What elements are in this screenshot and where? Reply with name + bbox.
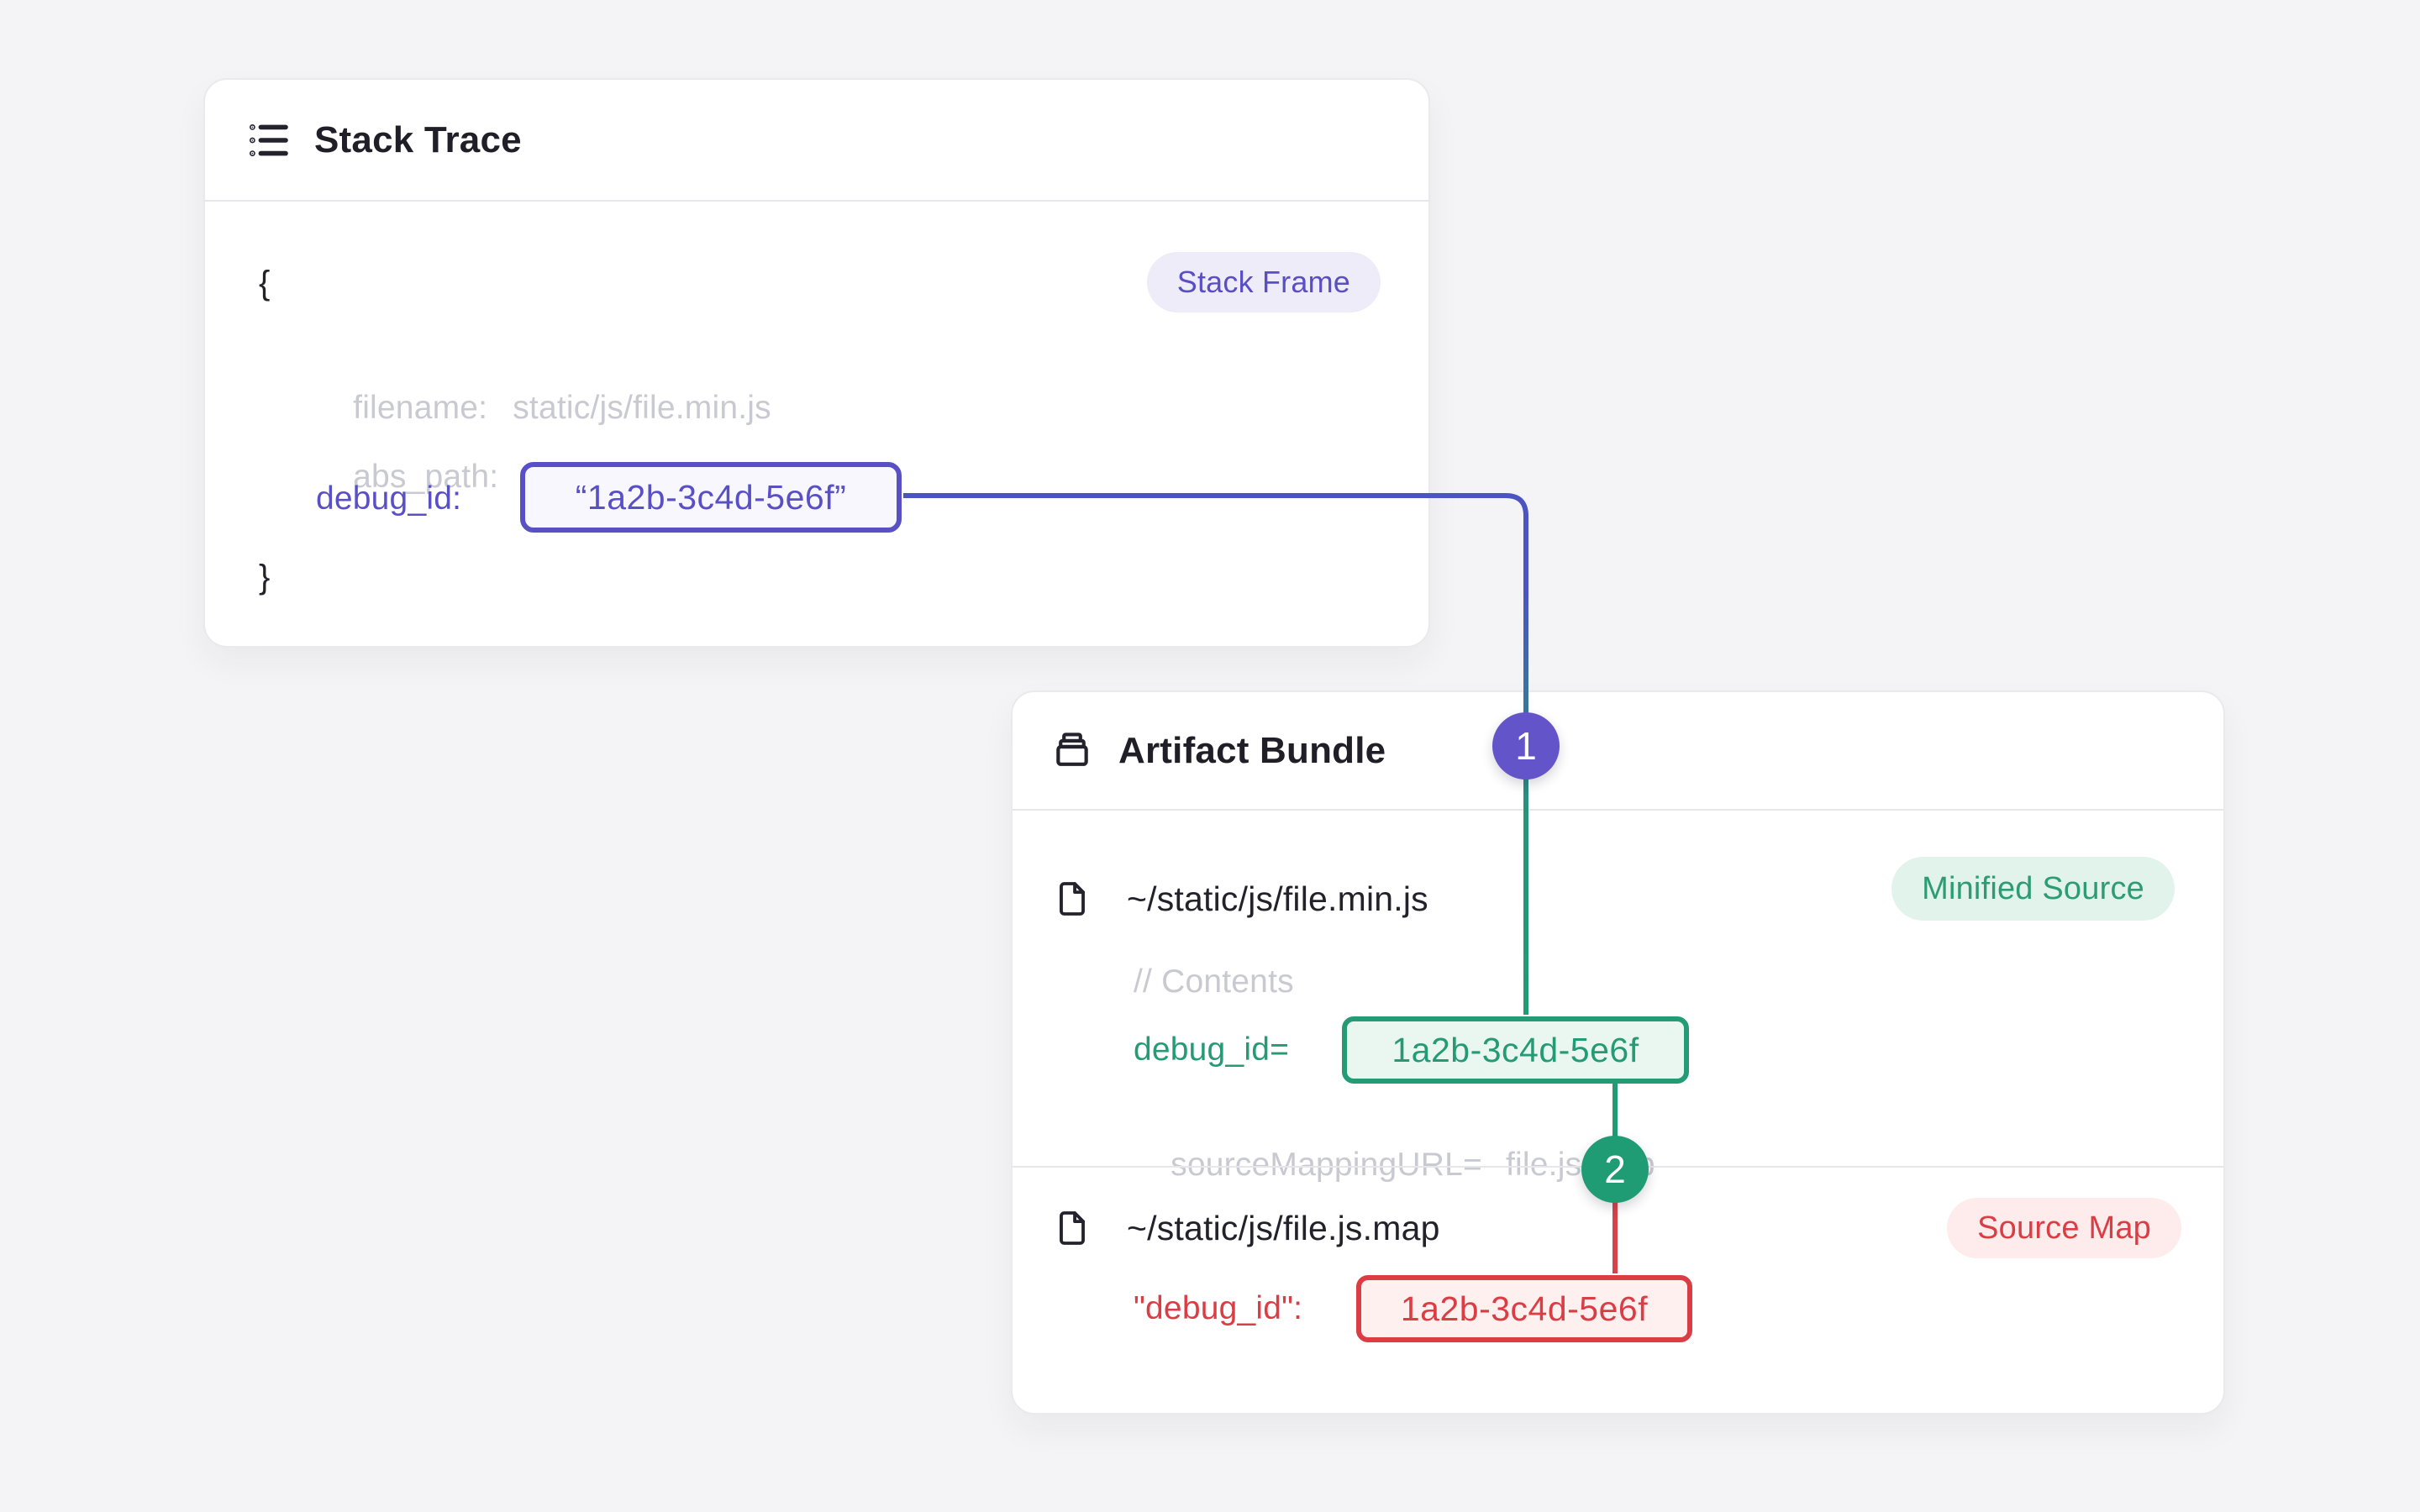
step-1-number: 1 — [1515, 724, 1537, 768]
close-brace: } — [259, 559, 271, 596]
stack-trace-title: Stack Trace — [314, 118, 522, 160]
sourcemap-debug-value: 1a2b-3c4d-5e6f — [1400, 1289, 1649, 1328]
step-1-marker: 1 — [1492, 712, 1560, 780]
minified-debug-value-box: 1a2b-3c4d-5e6f — [1342, 1016, 1689, 1084]
minified-path: ~/static/js/file.min.js — [1127, 879, 1428, 918]
abs-path-label: abs_path: — [353, 459, 499, 495]
minified-debug-label: debug_id= — [1134, 1032, 1290, 1068]
artifact-bundle-title: Artifact Bundle — [1118, 729, 1386, 771]
filename-label: filename: — [353, 390, 488, 426]
list-icon — [250, 123, 288, 156]
archive-box-icon — [1056, 732, 1088, 766]
source-map-badge: Source Map — [1947, 1198, 2181, 1258]
debug-id-value: “1a2b-3c4d-5e6f” — [575, 477, 847, 517]
artifact-bundle-header: Artifact Bundle — [1013, 692, 2223, 811]
artifact-bundle-card: Artifact Bundle ~/static/js/file.min.js … — [1011, 690, 2225, 1415]
sourcemap-path: ~/static/js/file.js.map — [1127, 1209, 1440, 1247]
step-2-number: 2 — [1604, 1147, 1626, 1191]
source-mapping-label: sourceMappingURL= — [1171, 1147, 1483, 1183]
stack-trace-card: Stack Trace { Stack Frame filename: stati… — [203, 78, 1430, 648]
stack-trace-header: Stack Trace — [205, 80, 1428, 202]
sourcemap-debug-label: "debug_id": — [1134, 1290, 1303, 1326]
open-brace: { — [259, 265, 271, 302]
debug-id-value-box: “1a2b-3c4d-5e6f” — [520, 462, 902, 533]
stack-frame-badge: Stack Frame — [1146, 252, 1381, 312]
minified-debug-value: 1a2b-3c4d-5e6f — [1392, 1030, 1639, 1069]
minified-source-badge: Minified Source — [1891, 857, 2175, 921]
filename-line: filename: static/js/file.min.js — [316, 338, 771, 479]
step-2-marker: 2 — [1581, 1136, 1649, 1203]
file-document-icon — [1060, 1211, 1085, 1245]
file-document-icon — [1060, 882, 1085, 916]
filename-value: static/js/file.min.js — [513, 390, 771, 426]
debug-id-label: debug_id: — [316, 480, 462, 517]
sourcemap-debug-value-box: 1a2b-3c4d-5e6f — [1356, 1275, 1692, 1342]
contents-comment: // Contents — [1134, 963, 1294, 1000]
